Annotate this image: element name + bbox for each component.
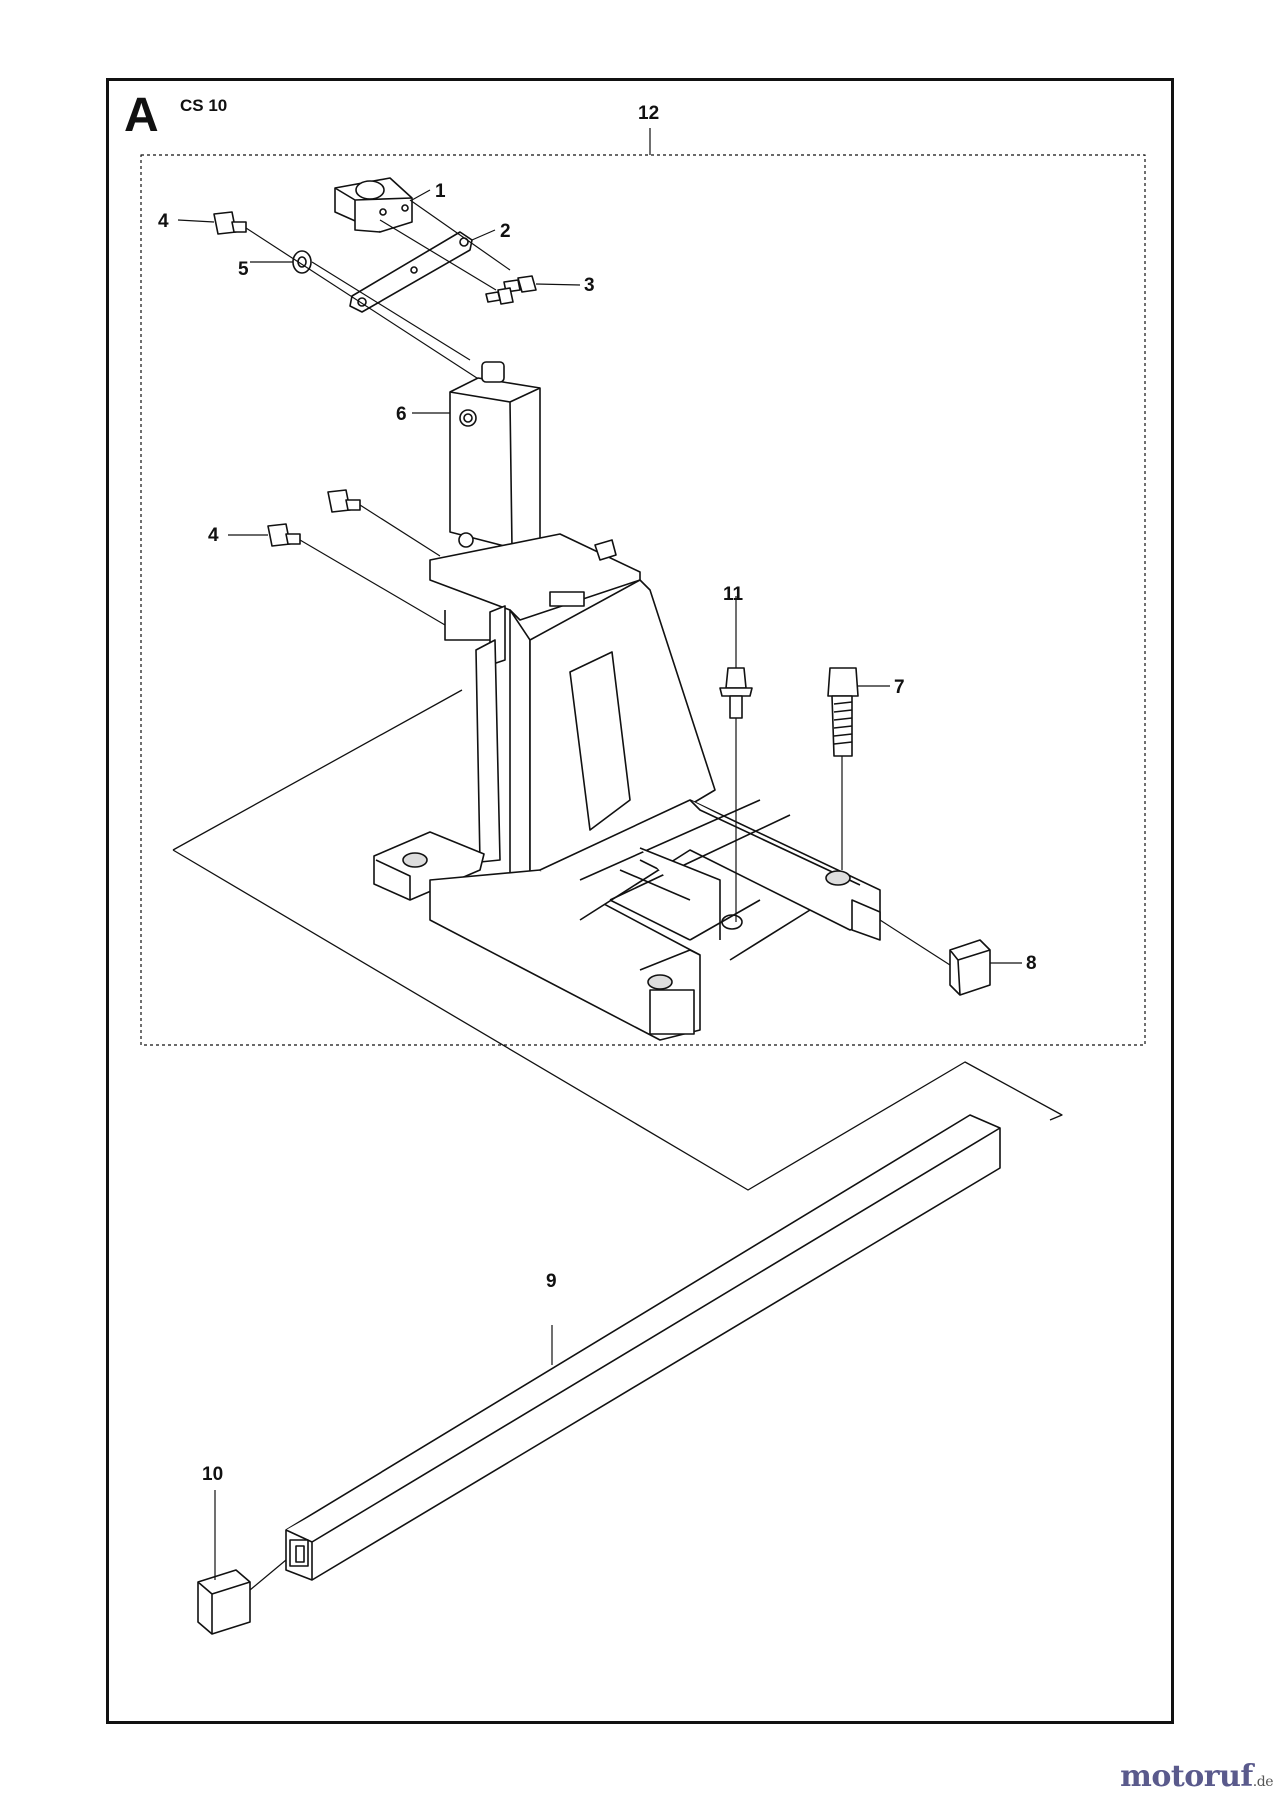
end-cap-part: [949, 939, 991, 996]
bolt-part-lower: [267, 489, 361, 547]
callout-8: 8: [1026, 953, 1037, 974]
diagram-frame: [106, 78, 1174, 1724]
callout-4-lower: 4: [208, 525, 219, 546]
diagram-letter: A: [124, 89, 159, 142]
model-label: CS 10: [180, 96, 228, 115]
upright-column-part: [449, 361, 541, 549]
base-frame-part: [373, 799, 881, 1041]
callout-5: 5: [238, 259, 249, 280]
callout-6: 6: [396, 404, 407, 425]
callout-7: 7: [894, 677, 905, 698]
bolt-part: [213, 211, 247, 235]
clamp-part: [334, 177, 413, 233]
watermark-main: motoruf: [1120, 1759, 1253, 1794]
long-bolt-part: [827, 667, 859, 757]
callout-9: 9: [546, 1271, 557, 1292]
plate-part: [349, 231, 473, 313]
watermark: motoruf.de: [1120, 1759, 1273, 1794]
callout-11: 11: [723, 584, 744, 605]
leader-lines: [177, 128, 1022, 1580]
hex-bolt-small: [719, 667, 753, 719]
assembly-group-boundary: [140, 154, 1146, 1046]
callout-3: 3: [584, 275, 595, 296]
callout-12: 12: [638, 103, 660, 124]
washer-part: [292, 250, 312, 274]
watermark-suffix: .de: [1252, 1774, 1274, 1790]
screw-part: [485, 275, 537, 305]
floor-outline: [172, 689, 1063, 1191]
callout-2: 2: [500, 221, 511, 242]
end-cap-part-tube: [197, 1569, 251, 1635]
callout-1: 1: [435, 181, 446, 202]
callout-4-top: 4: [158, 211, 169, 232]
long-tube-part: [285, 1114, 1001, 1581]
callout-10: 10: [202, 1464, 224, 1485]
